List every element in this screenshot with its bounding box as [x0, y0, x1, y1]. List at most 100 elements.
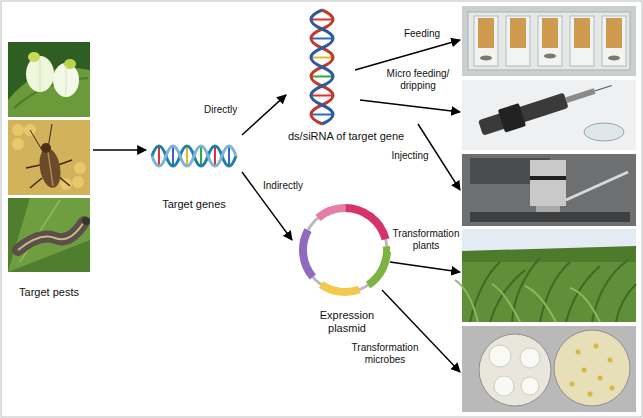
- method-photo: [462, 6, 636, 76]
- method-photo-part: [588, 392, 593, 397]
- rna-helix-part: [311, 19, 333, 21]
- method-arrow: [355, 40, 460, 372]
- plasmid-part: [286, 191, 404, 309]
- method-photo-part: [608, 56, 620, 61]
- method-label: Transformation microbes: [348, 342, 422, 366]
- plasmid: [286, 191, 404, 309]
- method-photo-part: [610, 386, 615, 391]
- dna-helix-part: [228, 146, 230, 166]
- pest-photo: [8, 42, 90, 117]
- pest-photo-part: [26, 56, 54, 92]
- pest-photo-part: [58, 160, 72, 165]
- pest-photo-part: [26, 165, 40, 168]
- method-photo-part: [468, 12, 630, 70]
- method-photo-part-part: [498, 103, 526, 133]
- node-label: Target genes: [162, 198, 226, 211]
- pest-photo-part: [41, 143, 51, 153]
- node-label: ds/siRNA of target gene: [288, 130, 404, 143]
- method-photo-part: [594, 344, 599, 349]
- method-photo-part: [455, 280, 600, 322]
- method-photo-part: [584, 123, 624, 141]
- method-photo: [462, 326, 636, 412]
- method-photo-part: [570, 16, 594, 66]
- method-photo-part: [544, 54, 556, 59]
- method-photo-part: [521, 377, 539, 395]
- method-photo-part: [576, 350, 581, 355]
- method-photo-part-part: [565, 88, 595, 103]
- plasmid-part: [286, 191, 404, 309]
- method-label: Transformation plants: [390, 228, 462, 252]
- rna-helix-part: [311, 10, 333, 124]
- method-label: Injecting: [386, 150, 434, 162]
- dna-helix-part: [214, 146, 216, 166]
- method-photo-part: [542, 18, 558, 48]
- method-photo-part: [530, 160, 566, 206]
- method-photo-part: [520, 348, 540, 368]
- pest-photo-part: [8, 42, 90, 117]
- method-label: Micro feeding/ dripping: [376, 68, 460, 92]
- pest-photo-part: [28, 52, 40, 62]
- method-photo-part-part: [478, 93, 569, 136]
- pest-photo-part: [82, 217, 90, 225]
- rna-helix-part: [311, 57, 333, 59]
- dna-helix: [152, 146, 236, 166]
- method-photo-part: [510, 18, 526, 48]
- pest-photo-part: [12, 124, 24, 136]
- rna-helix-part: [311, 76, 333, 78]
- method-photo-part: [506, 16, 530, 66]
- node-label: Target pests: [19, 286, 79, 299]
- method-photo: [462, 154, 636, 226]
- connector-arrow: [242, 172, 292, 240]
- rna-helix-part: [311, 95, 333, 97]
- method-photo-part: [462, 80, 636, 150]
- method-photo-part: [489, 345, 511, 367]
- method-arrow-part: [355, 40, 460, 70]
- dna-helix-part: [186, 146, 188, 166]
- method-photo-part: [570, 382, 575, 387]
- dna-helix-part: [158, 146, 160, 166]
- pest-photo-part: [48, 152, 53, 186]
- method-arrow-part: [418, 124, 460, 190]
- pest-photo-part: [12, 138, 24, 150]
- connector-arrow: [93, 149, 146, 150]
- pest-photo-part: [18, 222, 84, 250]
- rna-helix: [311, 10, 333, 124]
- method-photo-part: [554, 330, 630, 406]
- method-photo-part: [538, 16, 562, 66]
- method-photo-part: [462, 326, 636, 412]
- node-label: Expression plasmid: [311, 309, 383, 335]
- method-arrow-part: [382, 290, 460, 372]
- method-photo-part: [530, 176, 566, 180]
- rna-helix-part: [311, 38, 333, 40]
- pest-photo-part: [74, 162, 86, 174]
- illustration-group: ds/siRNA of target gene: [286, 4, 420, 146]
- method-photo-part-part: [595, 85, 612, 91]
- illustration-group: Target pests: [5, 40, 93, 302]
- pest-photo-part: [40, 60, 41, 90]
- plasmid-part: [299, 204, 390, 295]
- rna-helix-part: [311, 114, 333, 116]
- method-photo-part: [582, 368, 587, 373]
- method-photo-part: [462, 154, 636, 226]
- pest-photo-part: [53, 63, 79, 97]
- method-photo-part: [479, 334, 551, 406]
- pest-photo: [8, 120, 90, 195]
- pest-photo-part: [8, 120, 90, 195]
- method-photo-part: [574, 18, 590, 48]
- method-photo-part: [474, 16, 498, 66]
- method-photo: [462, 74, 636, 150]
- method-photo-part: [494, 376, 514, 396]
- pest-photo-part: [20, 200, 60, 262]
- illustration-group: Target genes: [146, 118, 242, 214]
- pest-photo-part: [37, 147, 64, 190]
- method-arrow-part: [390, 262, 460, 272]
- method-arrow-part: [360, 100, 460, 112]
- illustration-group: Expression plasmid: [292, 198, 402, 338]
- pest-photo-part: [18, 222, 84, 250]
- method-photo-part: [480, 56, 492, 61]
- method-photo-part: [608, 358, 613, 363]
- edge-label: Directly: [203, 104, 238, 116]
- method-photo-part: [566, 172, 628, 200]
